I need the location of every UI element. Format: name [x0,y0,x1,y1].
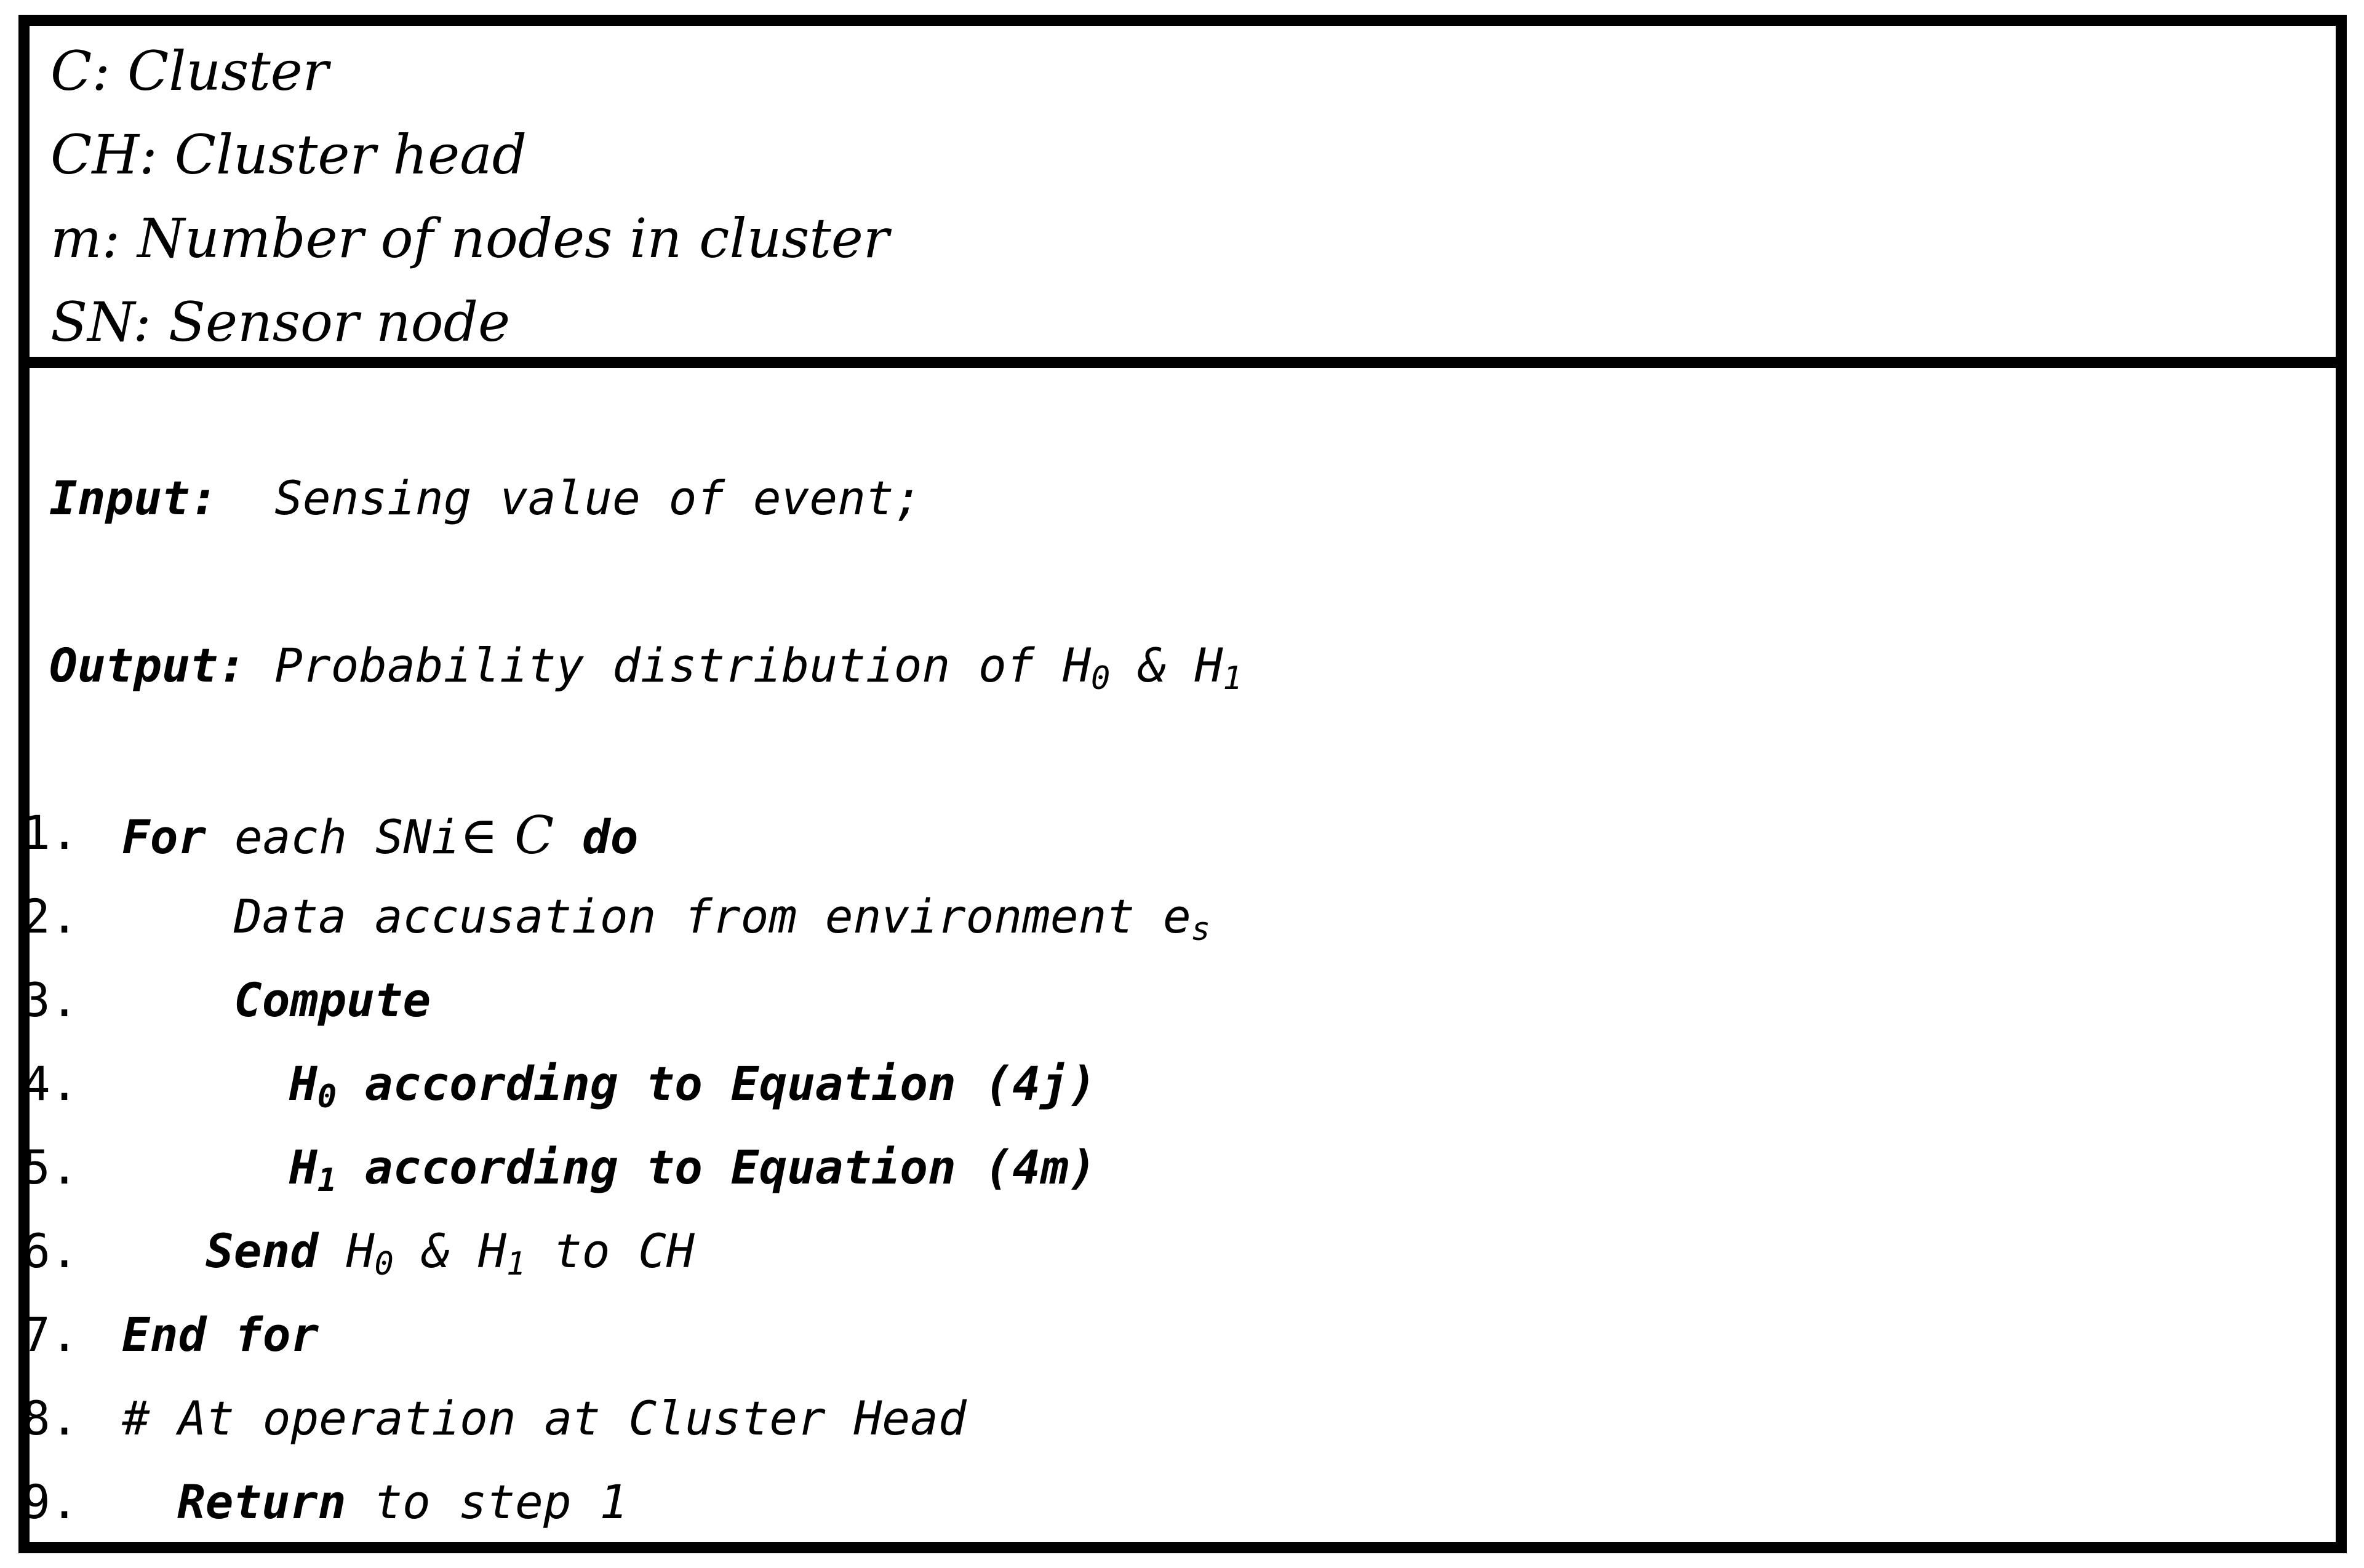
keyword-return: Return [177,1474,346,1529]
step-4-sub: 0 [317,1078,337,1115]
output-text: Probability distribution of H [274,638,1091,693]
output-line: Output: Probability distribution of H0 &… [49,642,1242,697]
step-number: 6. [22,1224,79,1278]
step-5-text: according to Equation (4m) [337,1140,1097,1195]
output-amp: & H [1110,638,1223,693]
step-number: 2. [22,889,79,944]
step-number: 7. [22,1307,79,1362]
step-4-text: according to Equation (4j) [337,1056,1097,1111]
step-4-h: H [289,1056,317,1111]
output-label: Output: [49,638,247,693]
step-6-tail: to CH [525,1224,695,1278]
step-2-sub: s [1191,911,1211,948]
step-1: For each SNi∈ C do [122,810,639,861]
step-9-text: to step 1 [346,1474,628,1529]
step-6-amp: & H [393,1224,506,1278]
keyword-do: do [554,810,639,864]
step-6-sub-0: 0 [374,1246,394,1283]
output-sub-1: 1 [1223,660,1242,697]
definition-cluster-head: CH: Cluster head [50,123,527,186]
step-number: 9. [22,1474,79,1529]
step-4: H0 according to Equation (4j) [289,1061,1097,1113]
input-label: Input: [49,471,218,525]
step-5: H1 according to Equation (4m) [289,1144,1097,1199]
step-9: Return to step 1 [177,1479,628,1526]
keyword-for: For [122,810,207,864]
step-number: 5. [22,1140,79,1195]
step-number: 1. [22,805,79,860]
step-6-sub-1: 1 [506,1246,526,1283]
step-number: 8. [22,1391,79,1446]
algorithm-box [18,15,2347,1553]
step-2-text: Data accusation from environment e [234,889,1191,944]
step-5-h: H [289,1140,317,1195]
step-2: Data accusation from environment es [234,893,1211,948]
definition-node-count: m: Number of nodes in cluster [50,207,889,270]
step-number: 3. [22,973,79,1027]
element-of-symbol: ∈ C [460,805,554,866]
input-text: Sensing value of event; [274,471,922,525]
keyword-send: Send [206,1224,319,1278]
section-divider [18,357,2347,368]
step-6-h0: H [318,1224,375,1278]
output-sub-0: 0 [1090,660,1111,697]
definition-sensor-node: SN: Sensor node [50,290,511,354]
step-8: # At operation at Cluster Head [122,1391,967,1446]
step-3: Compute [234,973,431,1027]
step-number: 4. [22,1056,79,1111]
step-1-text: each SNi [206,810,460,864]
step-7: End for [122,1307,319,1362]
definition-cluster: C: Cluster [50,39,329,103]
input-line: Input: Sensing value of event; [49,475,922,522]
step-6: Send H0 & H1 to CH [206,1228,695,1283]
step-5-sub: 1 [317,1162,337,1199]
